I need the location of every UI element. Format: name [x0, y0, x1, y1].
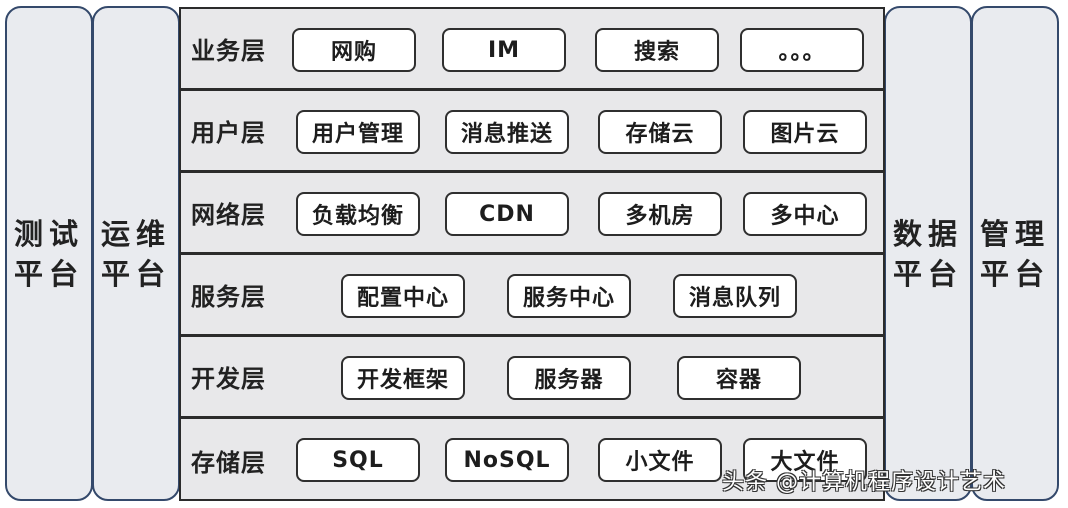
layer-item: 容器 [677, 356, 801, 400]
layer-item: 搜索 [595, 28, 719, 72]
layer-item: 网购 [292, 28, 416, 72]
layer-item: 大文件 [743, 438, 867, 482]
ops-platform-label: 运维平台 [101, 216, 172, 291]
test-platform-label: 测试平台 [14, 216, 85, 291]
layer-item: 小文件 [598, 438, 722, 482]
layer-item: 多中心 [743, 192, 867, 236]
layer-item: SQL [296, 438, 420, 482]
layer-item: 用户管理 [296, 110, 420, 154]
ops-platform-pillar: 运维平台 [92, 6, 180, 501]
network-layer: 网络层 负载均衡 CDN 多机房 多中心 [181, 173, 883, 255]
layer-label: 存储层 [191, 448, 266, 477]
layer-label: 用户层 [191, 119, 266, 147]
layer-item: 负载均衡 [296, 192, 420, 236]
service-layer: 服务层 配置中心 服务中心 消息队列 [181, 255, 883, 337]
layer-item: 消息推送 [445, 110, 569, 154]
management-platform-label: 管理平台 [980, 216, 1051, 291]
layer-item: 存储云 [598, 110, 722, 154]
storage-layer: 存储层 SQL NoSQL 小文件 大文件 [181, 419, 883, 501]
data-platform-pillar: 数据平台 [884, 6, 972, 501]
layer-item: 图片云 [743, 110, 867, 154]
test-platform-pillar: 测试平台 [5, 6, 93, 501]
layer-item: 服务中心 [507, 274, 631, 318]
layer-item: 消息队列 [673, 274, 797, 318]
development-layer: 开发层 开发框架 服务器 容器 [181, 337, 883, 419]
data-platform-label: 数据平台 [893, 216, 964, 291]
layer-item: 服务器 [507, 356, 631, 400]
layer-item: NoSQL [445, 438, 569, 482]
layer-label: 网络层 [191, 201, 266, 229]
layer-item: 多机房 [598, 192, 722, 236]
layer-item: IM [442, 28, 566, 72]
management-platform-pillar: 管理平台 [971, 6, 1059, 501]
layer-label: 服务层 [191, 283, 266, 311]
ellipsis-item: 。。。 [740, 28, 864, 72]
layer-stack: 业务层 网购 IM 搜索 。。。 用户层 用户管理 消息推送 存储云 图片云 网… [179, 7, 885, 501]
watermark: 头条 @计算机程序设计艺术 [722, 470, 1006, 495]
user-layer: 用户层 用户管理 消息推送 存储云 图片云 [181, 91, 883, 173]
layer-item: CDN [445, 192, 569, 236]
business-layer: 业务层 网购 IM 搜索 。。。 [181, 9, 883, 91]
layer-item: 配置中心 [341, 274, 465, 318]
layer-label: 业务层 [191, 37, 266, 65]
layer-label: 开发层 [191, 365, 266, 393]
layer-item: 开发框架 [341, 356, 465, 400]
